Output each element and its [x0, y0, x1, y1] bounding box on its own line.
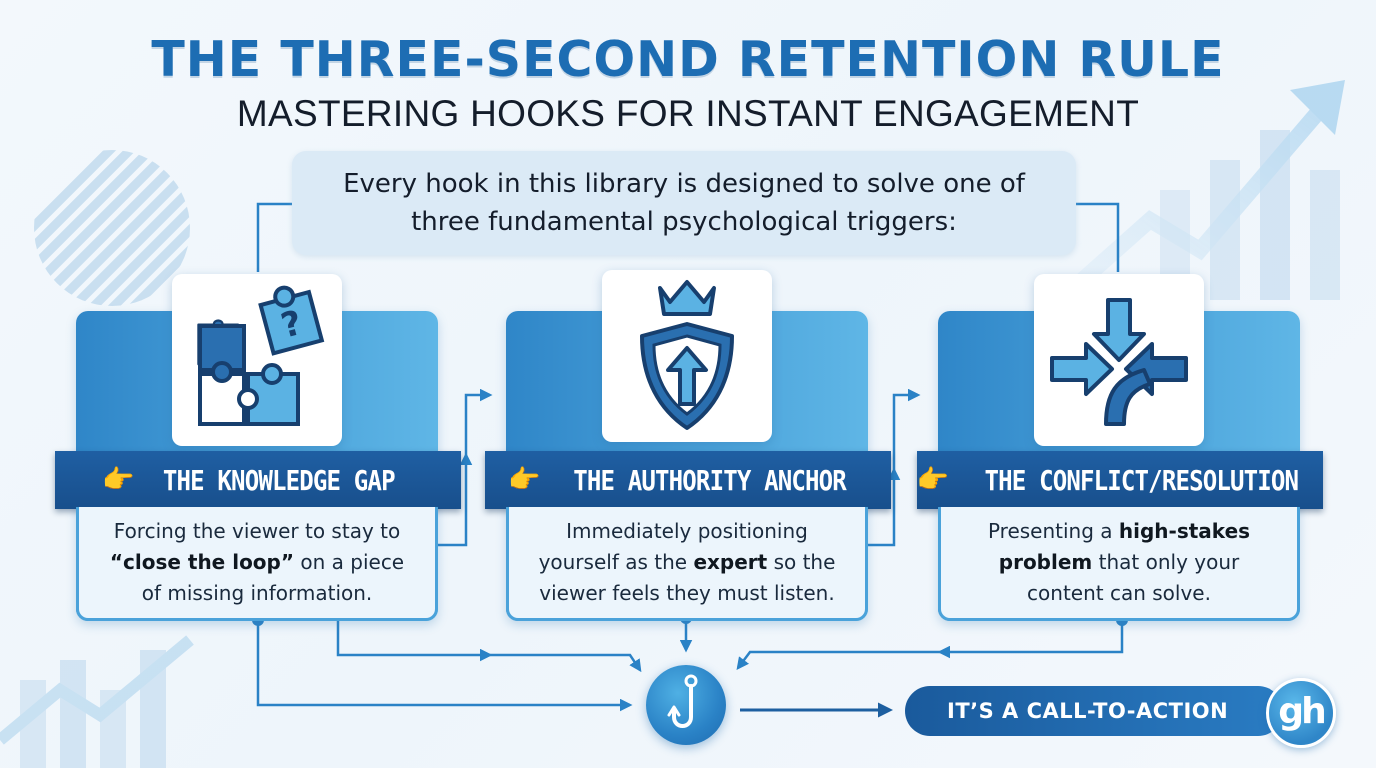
trigger-description-1: Forcing the viewer to stay to “close the… [76, 507, 438, 621]
pointing-hand-icon: 👉 [916, 465, 949, 495]
trigger-description-3: Presenting a high-stakes problem that on… [938, 507, 1300, 621]
converging-arrows-icon [1050, 298, 1188, 426]
crown-shield-icon [640, 280, 734, 430]
intro-text: Every hook in this library is designed t… [343, 169, 1025, 237]
trigger-label-band-2: 👉 THE AUTHORITY ANCHOR [485, 451, 891, 509]
cta-banner[interactable]: IT’S A CALL-TO-ACTION [905, 686, 1283, 736]
striped-circle-decoration [34, 150, 190, 306]
pointing-hand-icon: 👉 [102, 465, 135, 495]
page-title: THE THREE-SECOND RETENTION RULE [151, 31, 1225, 88]
pointing-hand-icon: 👉 [508, 465, 541, 495]
logo-text: gh [1278, 690, 1326, 732]
trigger-icon-box-2 [602, 270, 772, 442]
trigger-label-1: THE KNOWLEDGE GAP [163, 463, 396, 497]
page-subtitle: MASTERING HOOKS FOR INSTANT ENGAGEMENT [236, 93, 1140, 134]
trigger-icon-box-3 [1034, 274, 1204, 446]
hook-circle [646, 665, 726, 745]
growth-chart-decoration-left [0, 635, 194, 768]
cta-label: IT’S A CALL-TO-ACTION [947, 699, 1229, 723]
fishing-hook-icon [667, 674, 698, 728]
brand-logo: gh [1266, 678, 1336, 748]
trigger-icon-box-1: ? [172, 274, 342, 446]
intro-panel: Every hook in this library is designed t… [292, 151, 1076, 255]
puzzle-icon: ? [197, 285, 325, 426]
trigger-label-band-3: 👉 THE CONFLICT/RESOLUTION [916, 451, 1323, 509]
trigger-description-2: Immediately positioning yourself as the … [506, 507, 868, 621]
trigger-label-2: THE AUTHORITY ANCHOR [572, 463, 847, 497]
trigger-label-3: THE CONFLICT/RESOLUTION [984, 463, 1299, 497]
trigger-label-band-1: 👉 THE KNOWLEDGE GAP [55, 451, 461, 509]
